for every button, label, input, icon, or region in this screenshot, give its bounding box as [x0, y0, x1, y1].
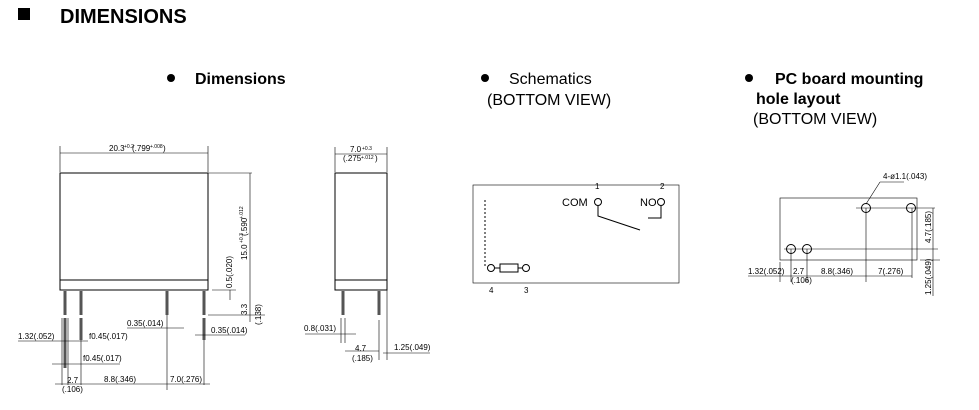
- dimension-label: 1.32(.052): [748, 267, 785, 276]
- dimension-label: f0.45(.017): [83, 354, 122, 363]
- dimension-label: 7.0: [350, 145, 362, 154]
- dimension-label: 2.7: [793, 267, 805, 276]
- dimension-label: 7.0(.276): [170, 375, 202, 384]
- dimension-label: +0.2: [124, 144, 134, 150]
- dimension-label: 1: [595, 182, 600, 191]
- dimension-label: (.138): [254, 304, 263, 325]
- dimension-label: +.012: [361, 155, 374, 161]
- dimension-label: 2: [660, 182, 665, 191]
- coil-terminal-icon: [487, 264, 495, 272]
- dimension-label: 0.35(.014): [211, 326, 248, 335]
- dimension-label: (.590: [240, 217, 249, 236]
- front-view: 20.3 +0.2 (.799 +.008 ) 15.0 +0.3 (.590 …: [18, 144, 265, 394]
- dimension-label: f0.45(.017): [89, 332, 128, 341]
- dimension-label: 4-ø1.1(.043): [883, 172, 927, 181]
- page-title: DIMENSIONS: [60, 6, 187, 28]
- dimension-label: COM: [562, 197, 588, 209]
- dimension-label: (.106): [791, 276, 812, 285]
- no-terminal-icon: [657, 198, 665, 206]
- pcb-subheading: (BOTTOM VIEW): [753, 111, 877, 128]
- dimension-label: 4.7: [355, 344, 367, 353]
- dimension-label: 1.32(.052): [18, 332, 55, 341]
- dimension-label: 3: [524, 286, 529, 295]
- dimension-label: NO: [640, 197, 657, 209]
- dimension-label: 20.3: [109, 144, 125, 153]
- title-square-icon: [18, 8, 30, 20]
- dimension-label: 1.25(.049): [924, 258, 933, 295]
- relay-body-side: [334, 172, 388, 291]
- dimension-label: (.275: [343, 154, 362, 163]
- dimension-label: +.012: [239, 206, 245, 219]
- dimension-label: ): [375, 154, 378, 163]
- dimension-label: ): [163, 144, 166, 153]
- dimension-label: +.008: [150, 144, 163, 150]
- pcb-heading: PC board mounting: [775, 71, 923, 88]
- dimension-label: 7(.276): [878, 267, 904, 276]
- pcb-heading-line2: hole layout: [756, 91, 841, 108]
- dimension-label: +0.3: [362, 146, 372, 152]
- schematics-heading: Schematics: [509, 71, 592, 88]
- dimension-label: 3.3: [240, 303, 249, 315]
- dimension-label: (.106): [62, 385, 83, 394]
- dimension-label: (.185): [352, 354, 373, 363]
- coil-terminal-icon: [522, 264, 530, 272]
- bullet-icon: [745, 74, 753, 82]
- relay-body-front: [59, 172, 209, 291]
- dimension-label: 8.8(.346): [104, 375, 136, 384]
- bullet-icon: [481, 74, 489, 82]
- dimension-label: 0.35(.014): [127, 319, 164, 328]
- dimension-label: 0.5(.020): [225, 256, 234, 288]
- side-view: 7.0 +0.3 (.275 +.012 ) 0.8(.031) 4.7 (.1…: [304, 145, 431, 363]
- dimension-label: (.799: [132, 144, 151, 153]
- dimension-label: 2.7: [67, 376, 79, 385]
- com-terminal-icon: [594, 198, 602, 206]
- coil-icon: [499, 263, 519, 273]
- schematic-diagram: 1 2 COM NO 4 3: [472, 182, 680, 295]
- dimensions-heading: Dimensions: [195, 71, 286, 88]
- pcb-hole-layout: 4-ø1.1(.043) 4.7(.185) 1.25(.049) 1.32(.…: [748, 172, 940, 296]
- dimension-label: 4.7(.185): [924, 211, 933, 243]
- dimension-label: +0.3: [239, 233, 245, 243]
- dimension-label: 15.0: [240, 244, 249, 260]
- bullet-icon: [167, 74, 175, 82]
- schematics-subheading: (BOTTOM VIEW): [487, 92, 611, 109]
- dimension-label: 4: [489, 286, 494, 295]
- dimension-label: 8.8(.346): [821, 267, 853, 276]
- dimension-label: 1.25(.049): [394, 343, 431, 352]
- dimension-label: 0.8(.031): [304, 324, 336, 333]
